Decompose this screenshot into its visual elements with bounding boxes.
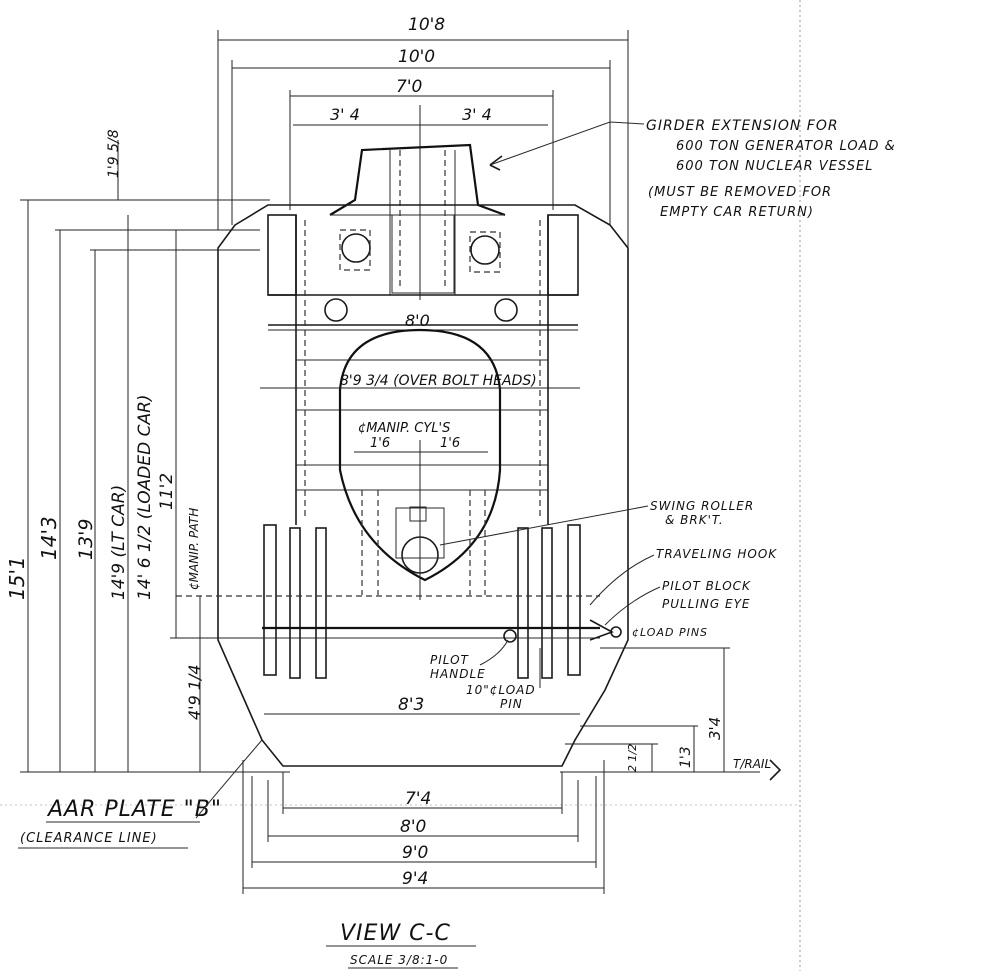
dim-cyl-right: 1'6 <box>440 436 460 451</box>
view-scale-text: SCALE 3/8:1-0 <box>350 953 448 967</box>
girder-note-line4: (MUST BE REMOVED FOR <box>648 185 832 200</box>
dim-1-3: 1'3 <box>678 746 694 768</box>
girder-note-line5: EMPTY CAR RETURN) <box>660 205 814 220</box>
traveling-hook-note: TRAVELING HOOK <box>589 547 777 606</box>
dim-lt-car: 14'9 (LT CAR) <box>109 485 129 600</box>
car-body-outline <box>217 204 629 767</box>
dim-15-1: 15'1 <box>5 556 29 600</box>
bottom-dimensions: 8'3 7'4 8'0 9'0 9'4 <box>242 695 605 894</box>
traveling-hook-label: TRAVELING HOOK <box>656 547 777 561</box>
dim-7-4: 7'4 <box>405 789 431 809</box>
pilot-handle-line1: PILOT <box>430 653 470 667</box>
dim-9-4: 9'4 <box>402 869 428 889</box>
girder-extension <box>329 143 506 295</box>
dim-4-9: 4'9 1/4 <box>185 664 204 720</box>
dim-8-0: 8'0 <box>405 311 430 330</box>
girder-note-line1: GIRDER EXTENSION FOR <box>646 118 839 134</box>
swing-roller-note: SWING ROLLER & BRK'T. <box>439 499 754 546</box>
dim-10-8: 10'8 <box>408 15 445 35</box>
dim-girder-height: 1'9 5/8 <box>106 129 122 178</box>
manip-path-label: ¢MANIP. PATH <box>187 508 201 590</box>
girder-note-line3: 600 TON NUCLEAR VESSEL <box>676 159 873 174</box>
dim-14-3: 14'3 <box>37 516 61 560</box>
bolt-heads-dimension: 8'9 3/4 (OVER BOLT HEADS) ¢MANIP. CYL'S … <box>260 373 580 600</box>
load-pin-line2: PIN <box>500 697 523 711</box>
rail-label: T/RAIL <box>733 757 771 771</box>
aar-plate-note: AAR PLATE "B" (CLEARANCE LINE) <box>18 739 263 849</box>
dim-loaded-car: 14' 6 1/2 (LOADED CAR) <box>135 394 155 600</box>
dim-8-0-bottom: 8'0 <box>400 817 426 837</box>
aar-plate-label: AAR PLATE "B" <box>46 797 222 822</box>
top-dimensions: 10'8 10'0 7'0 3' 4 3' 4 <box>217 15 629 300</box>
right-dimensions: 3'4 1'3 2 1/2 T/RAIL <box>560 647 782 781</box>
load-pin-line1: 10"¢LOAD <box>466 683 536 697</box>
manip-cyls-label: ¢MANIP. CYL'S <box>358 421 450 436</box>
dim-3-4-left: 3' 4 <box>330 105 360 124</box>
swing-roller-label: SWING ROLLER <box>650 499 754 513</box>
view-title-text: VIEW C-C <box>340 921 451 946</box>
dim-11-2: 11'2 <box>157 473 177 510</box>
load-pin-note: 10"¢LOAD PIN <box>466 648 541 711</box>
pilot-handle-line2: HANDLE <box>430 667 486 681</box>
pulling-eye-label: PULLING EYE <box>662 597 751 611</box>
dim-10-0: 10'0 <box>398 47 435 67</box>
vertical-dimensions: 15'1 14'3 13'9 14'9 (LT CAR) 14' 6 1/2 (… <box>5 129 290 773</box>
dim-9-0: 9'0 <box>402 843 428 863</box>
load-pins-label: ¢LOAD PINS <box>632 626 708 639</box>
dim-3-4-right: 3' 4 <box>462 105 492 124</box>
view-title: VIEW C-C SCALE 3/8:1-0 <box>326 921 476 969</box>
load-pins-note: ¢LOAD PINS <box>632 626 708 639</box>
pilot-block-label: PILOT BLOCK <box>662 579 751 593</box>
clearance-line-label: (CLEARANCE LINE) <box>20 831 158 846</box>
girder-note-line2: 600 TON GENERATOR LOAD & <box>676 139 896 154</box>
trucks <box>176 524 622 679</box>
dim-2-5: 2 1/2 <box>626 744 639 772</box>
main-frame: 8'0 <box>267 214 579 525</box>
pilot-handle-note: PILOT HANDLE <box>430 639 509 681</box>
girder-note: GIRDER EXTENSION FOR 600 TON GENERATOR L… <box>489 118 896 220</box>
dim-cyl-left: 1'6 <box>370 436 390 451</box>
brkt-label: & BRK'T. <box>665 513 724 527</box>
dim-8-3: 8'3 <box>398 695 424 715</box>
dim-13-9: 13'9 <box>75 519 97 561</box>
dim-3-4-right-side: 3'4 <box>706 717 724 740</box>
pilot-block-note: PILOT BLOCK PULLING EYE <box>604 579 751 626</box>
dim-7-0: 7'0 <box>396 77 422 97</box>
dim-over-bolt-heads: 8'9 3/4 (OVER BOLT HEADS) <box>340 373 537 389</box>
